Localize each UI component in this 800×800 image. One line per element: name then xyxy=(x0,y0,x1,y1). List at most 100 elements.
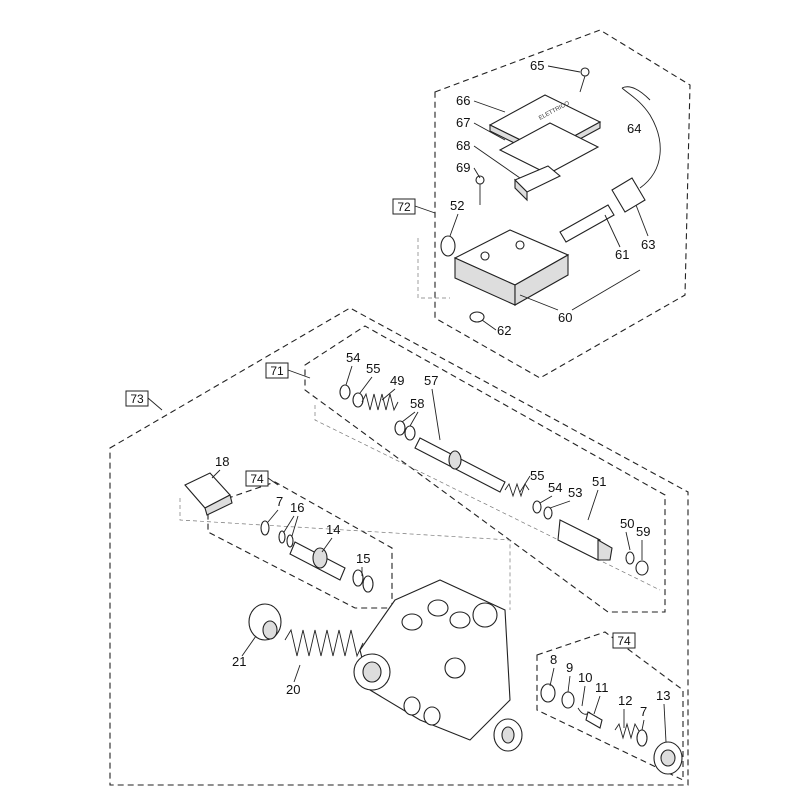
svg-text:58: 58 xyxy=(410,396,424,411)
callout-8: 8 xyxy=(549,652,557,687)
svg-text:52: 52 xyxy=(450,198,464,213)
svg-text:13: 13 xyxy=(656,688,670,703)
o-ring-7b xyxy=(636,729,648,747)
callout-21: 21 xyxy=(232,635,257,669)
callout-62: 62 xyxy=(481,319,511,338)
svg-text:57: 57 xyxy=(424,373,438,388)
valve-body xyxy=(353,579,523,752)
svg-text:8: 8 xyxy=(550,652,557,667)
svg-text:65: 65 xyxy=(530,58,544,73)
projection-line xyxy=(417,238,450,299)
callout-58: 58 xyxy=(401,396,424,427)
group-ref-71: 71 xyxy=(265,362,311,379)
washer-54 xyxy=(339,384,351,400)
nut-62 xyxy=(469,311,485,323)
rings-16 xyxy=(278,530,294,548)
svg-text:67: 67 xyxy=(456,115,470,130)
o-ring-53 xyxy=(543,506,553,520)
group-ref-74b: 74 xyxy=(612,632,636,649)
callout-55: 55 xyxy=(359,361,380,394)
o-ring-8 xyxy=(540,683,556,703)
svg-text:49: 49 xyxy=(390,373,404,388)
callout-57: 57 xyxy=(424,373,441,441)
o-ring-58 xyxy=(394,420,416,441)
svg-text:69: 69 xyxy=(456,160,470,175)
svg-text:7: 7 xyxy=(640,704,647,719)
valve-stem-57 xyxy=(414,437,506,493)
callout-13: 13 xyxy=(656,688,670,743)
group-ref-74a: 74 xyxy=(245,470,279,487)
callout-54b: 54 xyxy=(539,480,562,504)
fitting-18 xyxy=(184,472,233,516)
svg-text:61: 61 xyxy=(615,247,629,262)
callout-15: 15 xyxy=(356,551,370,576)
callout-9: 9 xyxy=(566,660,573,693)
callout-12: 12 xyxy=(618,693,632,728)
callout-51: 51 xyxy=(587,474,606,521)
callout-61: 61 xyxy=(604,214,629,262)
svg-text:64: 64 xyxy=(627,121,641,136)
svg-text:50: 50 xyxy=(620,516,634,531)
callout-7b: 7 xyxy=(640,704,647,731)
cable-64 xyxy=(621,86,661,189)
callout-55b: 55 xyxy=(519,468,544,493)
cable-gland-63 xyxy=(611,177,646,213)
svg-text:59: 59 xyxy=(636,524,650,539)
callout-54: 54 xyxy=(345,350,360,386)
plug-13 xyxy=(653,741,683,775)
svg-text:60: 60 xyxy=(558,310,572,325)
callout-68: 68 xyxy=(456,138,521,179)
screw-65 xyxy=(579,67,590,93)
assembly-73-outline xyxy=(109,307,689,786)
callout-7: 7 xyxy=(267,494,283,523)
callout-16: 16 xyxy=(283,500,304,537)
svg-text:54: 54 xyxy=(346,350,360,365)
callout-64: 64 xyxy=(627,121,641,136)
callout-11: 11 xyxy=(593,680,609,715)
pin-11 xyxy=(585,711,603,729)
spring-20 xyxy=(284,628,364,658)
o-ring-7 xyxy=(260,520,270,536)
group-ref-72: 72 xyxy=(392,198,436,215)
svg-text:9: 9 xyxy=(566,660,573,675)
svg-text:73: 73 xyxy=(130,392,144,406)
svg-text:53: 53 xyxy=(568,485,582,500)
svg-text:11: 11 xyxy=(595,680,609,695)
svg-text:54: 54 xyxy=(548,480,562,495)
svg-text:16: 16 xyxy=(290,500,304,515)
assembly-72-outline xyxy=(434,29,691,379)
svg-text:21: 21 xyxy=(232,654,246,669)
cap-21 xyxy=(248,603,282,641)
svg-text:15: 15 xyxy=(356,551,370,566)
o-ring-52 xyxy=(440,235,456,257)
svg-text:12: 12 xyxy=(618,693,632,708)
callout-52: 52 xyxy=(449,198,464,237)
svg-text:72: 72 xyxy=(397,200,411,214)
svg-text:74: 74 xyxy=(617,634,631,648)
svg-text:18: 18 xyxy=(215,454,229,469)
callout-65: 65 xyxy=(530,58,581,73)
group-ref-73: 73 xyxy=(125,390,163,411)
assembly-71-outline xyxy=(304,325,666,613)
callout-60: 60 xyxy=(519,269,641,325)
washer-50 xyxy=(625,551,635,565)
callout-20: 20 xyxy=(286,664,300,697)
micro-switch-68 xyxy=(514,165,562,202)
piston-61 xyxy=(559,204,615,243)
svg-text:68: 68 xyxy=(456,138,470,153)
svg-text:63: 63 xyxy=(641,237,655,252)
callout-67: 67 xyxy=(456,115,506,141)
svg-text:20: 20 xyxy=(286,682,300,697)
svg-text:71: 71 xyxy=(270,364,284,378)
o-ring-55 xyxy=(352,392,364,408)
svg-text:66: 66 xyxy=(456,93,470,108)
washer-54b xyxy=(532,500,542,514)
svg-text:51: 51 xyxy=(592,474,606,489)
piston-14 xyxy=(289,541,346,581)
callout-14: 14 xyxy=(321,522,340,553)
callout-59: 59 xyxy=(636,524,650,560)
callout-53: 53 xyxy=(549,485,582,509)
svg-text:14: 14 xyxy=(326,522,340,537)
